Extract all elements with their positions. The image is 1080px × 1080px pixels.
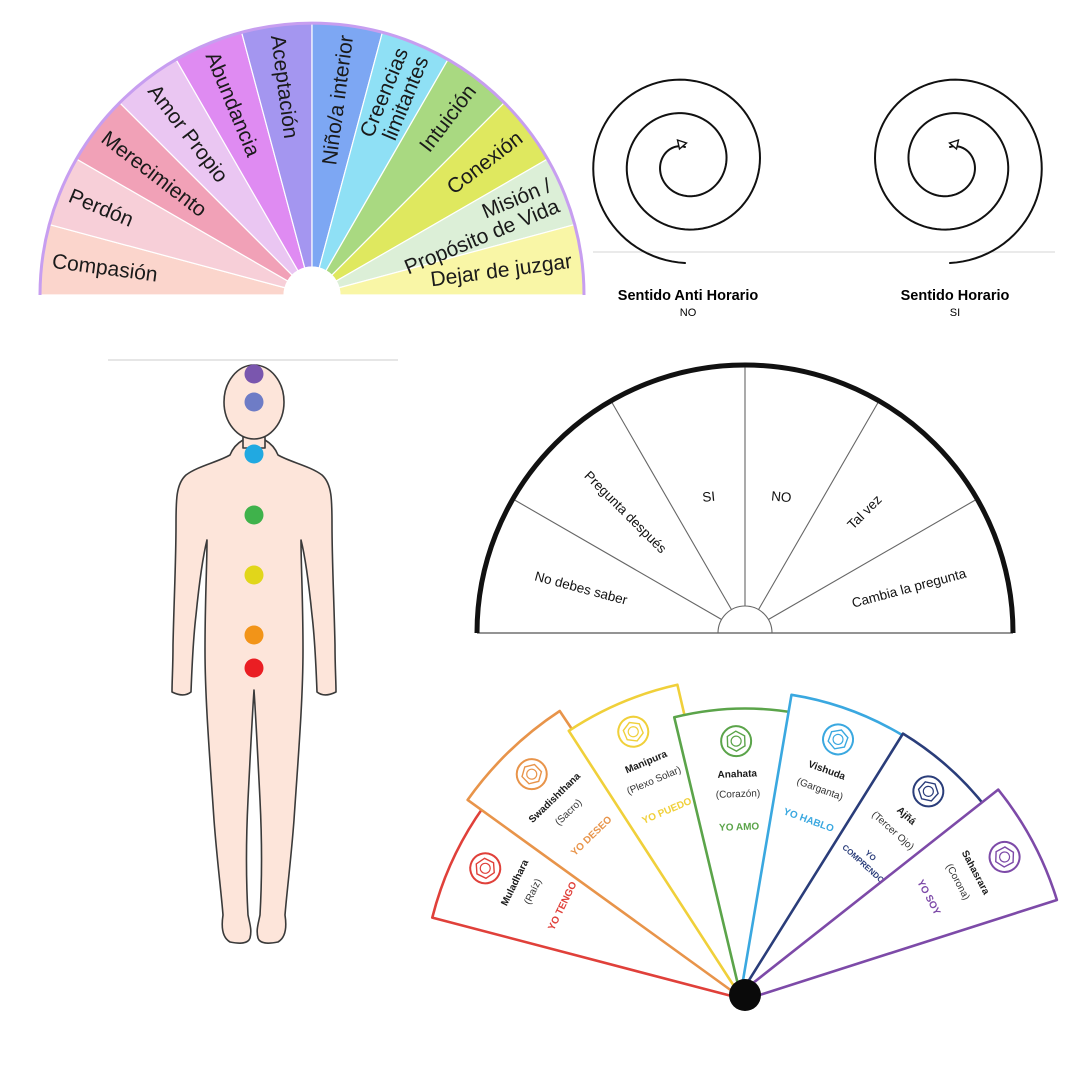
body-silhouette xyxy=(171,439,337,944)
chakra-fan-blade-outline xyxy=(567,683,751,999)
chakra-fan-blade: Swadishthana(Sacro)YO DESEO xyxy=(466,709,750,1000)
chakra-dot xyxy=(244,444,264,464)
pendulum-answer-label: Cambia la pregunta xyxy=(850,565,968,610)
spiral-clockwise-icon xyxy=(874,78,1043,264)
spiral-anti-title: Sentido Anti Horario xyxy=(618,288,759,304)
chakra-fan-pivot xyxy=(729,979,761,1011)
chakra-fan-blade: Muladhara(Raíz)YO TENGO xyxy=(430,794,749,1001)
pendulum-divider xyxy=(610,400,732,610)
pendulum-divider xyxy=(758,400,880,610)
pendulum-answer-label: SI xyxy=(702,489,716,505)
chakra-symbol-core xyxy=(526,768,538,780)
chakra-symbol-petals xyxy=(726,730,746,752)
spiral-clockwise-title: Sentido Horario xyxy=(901,288,1010,304)
chakra-symbol-icon xyxy=(720,725,753,758)
chakra-symbol-petals xyxy=(827,729,849,750)
chakra-symbol-icon xyxy=(912,775,945,808)
pendulum-answer-label: Pregunta después xyxy=(581,468,669,556)
chakra-symbol-icon xyxy=(988,840,1021,873)
topic-wheel-rim xyxy=(38,21,586,296)
topic-wheel-hub xyxy=(284,267,340,323)
pendulum-divider xyxy=(768,498,978,620)
spiral-panel: Sentido Anti Horario NO Sentido Horario … xyxy=(592,78,1055,319)
body-chakra-figure xyxy=(108,359,398,944)
chakra-fan-blade: Manipura(Plexo Solar)YO PUEDO xyxy=(567,683,751,999)
chakra-dot xyxy=(244,658,264,678)
pendulum-divider xyxy=(512,498,722,620)
chakra-dot xyxy=(244,364,264,384)
chakra-symbol-petals xyxy=(521,763,543,785)
spiral-anti-clockwise-icon xyxy=(592,78,761,264)
spiral-curve xyxy=(592,78,761,264)
pendulum-hub xyxy=(717,605,773,634)
chakra-symbol-icon xyxy=(617,715,650,748)
chakra-symbol-petals xyxy=(622,721,644,742)
chakra-subtitle: (Corazón) xyxy=(716,788,761,801)
spiral-anti-answer: NO xyxy=(680,307,697,319)
chakra-fan-chart: Muladhara(Raíz)YO TENGOSwadishthana(Sacr… xyxy=(430,683,1059,1011)
chakra-symbol-core xyxy=(998,851,1011,863)
spiral-clockwise-answer: SI xyxy=(950,307,960,319)
chakra-symbol-petals xyxy=(917,781,939,802)
pendulum-answer-label: Tal vez xyxy=(844,492,884,532)
chakra-symbol-petals xyxy=(995,846,1015,868)
chakra-fan-blade: Sahasrara(Corona)YO SOY xyxy=(741,788,1059,1001)
chakra-name: Anahata xyxy=(717,768,757,780)
chakra-dot xyxy=(244,392,264,412)
chakra-affirmation: YO AMO xyxy=(719,821,760,833)
spiral-arrow xyxy=(948,138,960,151)
spiral-curve xyxy=(874,78,1043,264)
chakra-symbol-core xyxy=(832,733,844,746)
pendulum-rim xyxy=(474,362,1016,634)
spiral-arrow xyxy=(676,138,688,151)
chakra-symbol-core xyxy=(627,726,639,738)
chakra-symbol-core xyxy=(730,735,742,747)
chakra-symbol-icon xyxy=(822,723,855,756)
chakra-symbol-core xyxy=(922,785,934,797)
chakra-fan-blade-outline xyxy=(741,788,1059,1001)
chakra-symbol-icon xyxy=(469,852,502,885)
chakra-dot xyxy=(244,565,264,585)
chakra-symbol-core xyxy=(479,862,491,874)
chakra-dot xyxy=(244,505,264,525)
pendulum-answer-chart: No debes saber Pregunta después SI NO Tal ve… xyxy=(474,362,1016,634)
pendulum-answer-label: No debes saber xyxy=(533,569,629,608)
chakra-symbol-petals xyxy=(475,857,495,880)
chakra-fan-blade: Anahata (Corazón) YO AMO xyxy=(672,707,798,997)
pendulum-answer-label: NO xyxy=(771,488,793,505)
chakra-dot xyxy=(244,625,264,645)
